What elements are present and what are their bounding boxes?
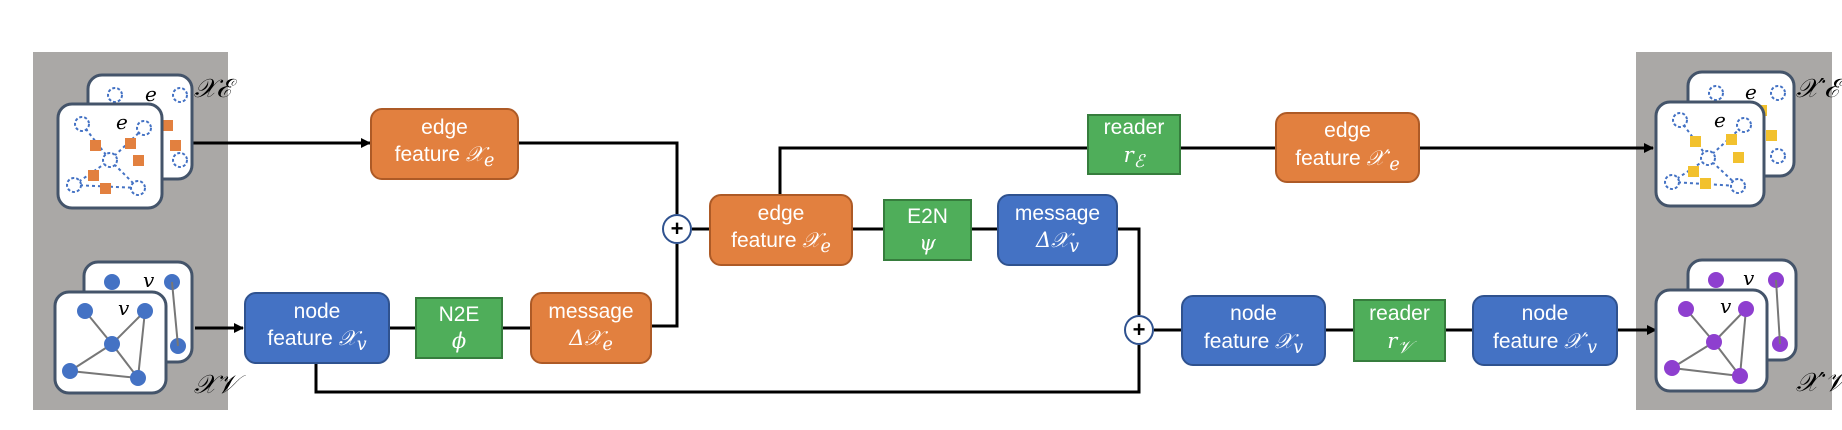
edge-mid-to-reader [778, 146, 1087, 194]
node-feature-input-line2: feature 𝒳v [267, 325, 366, 357]
edge-feature-output-line1: edge [1324, 119, 1371, 143]
node-feature-output-box: node feature 𝒳′v [1472, 295, 1618, 366]
reader-node-label: reader [1369, 302, 1430, 326]
edge-feature-mid-word: feature [731, 229, 797, 253]
card-e-label-front: e [116, 110, 128, 134]
node-feature-output-line1: node [1521, 302, 1569, 326]
message-v-sub: v [1069, 237, 1080, 258]
node-feature-mid-sub: v [1293, 337, 1304, 358]
n2e-symbol: ϕ [451, 329, 467, 353]
edge-feature-mid-symbol: 𝒳e [802, 228, 830, 257]
card-e-out-label-front: e [1714, 108, 1726, 132]
edge-feature-input-line2: feature 𝒳e [395, 141, 495, 173]
edge-feature-input-line1: edge [421, 115, 468, 139]
message-e-symbol: Δ𝒳e [569, 325, 613, 357]
message-e-line1: message [548, 299, 634, 323]
n2e-box: N2E ϕ [415, 297, 503, 359]
node-skip-connection [314, 345, 1141, 394]
node-feature-mid-box: node feature 𝒳v [1181, 295, 1326, 366]
card-v-label-back: v [143, 268, 155, 292]
node-feature-mid-line2: feature 𝒳v [1204, 328, 1303, 360]
edge-out-card-front [1654, 100, 1766, 208]
x-node-in-label: 𝒳𝒱 [194, 370, 239, 400]
message-e-to-plus [652, 244, 679, 328]
edge-feature-input-sym: 𝒳 [465, 142, 484, 167]
message-v-line1: message [1014, 201, 1101, 225]
edge-feature-output-symbol: 𝒳′e [1366, 145, 1400, 175]
x-edge-out-label: 𝒳′ℰ [1796, 74, 1840, 104]
card-e-out-label-back: e [1745, 80, 1757, 104]
card-e-label-back: e [145, 82, 157, 106]
message-v-box: message Δ𝒳v [997, 194, 1118, 266]
reader-node-sym: r [1387, 328, 1398, 353]
edge-feature-output-word: feature [1295, 146, 1361, 170]
reader-edge-label: reader [1103, 116, 1165, 140]
node-feature-input-line1: node [293, 299, 341, 323]
node-feature-mid-line1: node [1230, 302, 1277, 326]
reader-node-box: reader r𝒱 [1353, 299, 1446, 362]
edge-feature-input-symbol: 𝒳e [465, 142, 494, 171]
e2n-symbol: ψ [919, 231, 936, 255]
node-feature-output-word: feature [1493, 329, 1559, 353]
reader-edge-box: reader rℰ [1087, 114, 1181, 175]
node-feature-input-word: feature [267, 327, 333, 351]
n2e-label: N2E [438, 302, 480, 326]
sum-node-node: + [1124, 315, 1154, 345]
edge-feature-input-box: edge feature 𝒳e [370, 108, 519, 180]
x-edge-in-label: 𝒳ℰ [194, 74, 232, 104]
edge-feature-output-sub: e [1389, 154, 1400, 175]
edge-feature-input-sub: e [483, 151, 495, 172]
sum-node-edge: + [662, 214, 692, 244]
node-feature-output-line2: feature 𝒳′v [1493, 328, 1597, 360]
message-e-box: message Δ𝒳e [530, 292, 652, 364]
node-feature-mid-sym: 𝒳 [1275, 328, 1294, 353]
edge-feature-mid-box: edge feature 𝒳e [709, 194, 853, 266]
edge-feature-to-plus [519, 141, 679, 214]
node-feature-input-sym: 𝒳 [338, 326, 357, 351]
reader-node-sub: 𝒱 [1397, 337, 1412, 358]
node-feature-mid-word: feature [1203, 329, 1270, 353]
reader-edge-symbol: rℰ [1124, 142, 1145, 174]
reader-node-symbol: r𝒱 [1387, 328, 1412, 360]
node-feature-input-symbol: 𝒳v [338, 326, 367, 355]
e2n-label: E2N [907, 204, 948, 228]
node-feature-input-box: node feature 𝒳v [244, 292, 390, 364]
node-feature-mid-symbol: 𝒳v [1275, 328, 1303, 358]
message-e-sub: e [602, 335, 613, 356]
node-feature-output-sym: 𝒳′ [1564, 328, 1588, 353]
message-v-to-plus2 [1118, 227, 1141, 315]
edge-feature-input-word: feature [394, 143, 461, 167]
node-feature-output-sub: v [1587, 337, 1597, 358]
x-node-out-label: 𝒳′𝒱 [1796, 368, 1842, 398]
edge-feature-mid-line1: edge [757, 201, 805, 225]
edge-feature-mid-sym: 𝒳 [802, 228, 821, 253]
message-v-sym: Δ𝒳 [1035, 228, 1070, 253]
edge-feature-mid-sub: e [820, 237, 831, 258]
edge-feature-mid-line2: feature 𝒳e [731, 227, 831, 259]
node-out-card-front [1654, 288, 1769, 393]
card-v-label-front: v [118, 296, 130, 320]
reader-edge-sub: ℰ [1133, 151, 1145, 172]
card-v-out-label-back: v [1743, 266, 1755, 290]
node-graph-card-front [53, 290, 168, 395]
node-feature-input-sub: v [356, 335, 367, 356]
edge-feature-output-line2: feature 𝒳′e [1295, 145, 1399, 177]
edge-feature-output-box: edge feature 𝒳′e [1275, 112, 1420, 183]
node-feature-output-symbol: 𝒳′v [1564, 328, 1597, 358]
card-v-out-label-front: v [1720, 294, 1732, 318]
message-v-symbol: Δ𝒳v [1036, 227, 1079, 259]
e2n-box: E2N ψ [883, 199, 972, 261]
edge-hypergraph-card-front [56, 102, 164, 210]
edge-feature-output-sym: 𝒳′ [1366, 145, 1390, 170]
reader-edge-sym: r [1123, 142, 1134, 167]
message-e-sym: Δ𝒳 [569, 326, 603, 351]
